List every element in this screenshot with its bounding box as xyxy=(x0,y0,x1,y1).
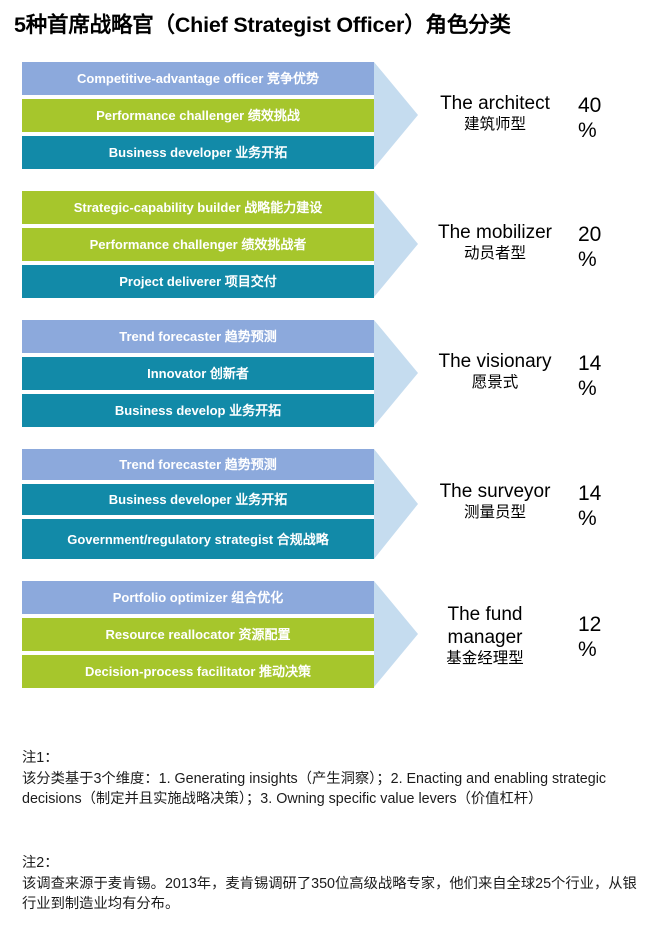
role-bar[interactable]: Innovator 创新者 xyxy=(22,357,374,390)
role-label: The surveyor 测量员型 xyxy=(420,480,570,523)
role-groups: Competitive-advantage officer 竞争优势 Perfor… xyxy=(0,62,652,710)
role-bar[interactable]: Strategic-capability builder 战略能力建设 xyxy=(22,191,374,224)
role-bar[interactable]: Trend forecaster 趋势预测 xyxy=(22,320,374,353)
bar-stack: Trend forecaster 趋势预测 Business developer … xyxy=(22,449,374,563)
role-bar[interactable]: Business developer 业务开拓 xyxy=(22,136,374,169)
percentage-number: 14 xyxy=(578,482,602,505)
percentage-value: 14% xyxy=(578,481,644,531)
percentage-value: 40% xyxy=(578,93,644,143)
role-bar[interactable]: Decision-process facilitator 推动决策 xyxy=(22,655,374,688)
percentage-value: 20% xyxy=(578,222,644,272)
role-bar[interactable]: Competitive-advantage officer 竞争优势 xyxy=(22,62,374,95)
role-group: Trend forecaster 趋势预测 Business developer … xyxy=(0,449,652,559)
role-label-cn: 愿景式 xyxy=(471,373,519,391)
percentage-number: 20 xyxy=(578,222,602,246)
percentage-number: 12 xyxy=(578,612,602,636)
arrow-icon xyxy=(374,449,418,559)
role-bar[interactable]: Performance challenger 绩效挑战 xyxy=(22,99,374,132)
percent-sign: % xyxy=(578,376,597,400)
percent-sign: % xyxy=(578,637,597,661)
role-bar[interactable]: Trend forecaster 趋势预测 xyxy=(22,449,374,480)
note-2-body: 该调查来源于麦肯锡。2013年，麦肯锡调研了350位高级战略专家，他们来自全球2… xyxy=(22,875,637,913)
note-1-body: 该分类基于3个维度：1. Generating insights（产生洞察）；2… xyxy=(22,770,607,808)
role-group: Trend forecaster 趋势预测 Innovator 创新者 Busine… xyxy=(0,320,652,427)
bar-stack: Portfolio optimizer 组合优化 Resource realloc… xyxy=(22,581,374,692)
bar-stack: Strategic-capability builder 战略能力建设 Perfo… xyxy=(22,191,374,302)
role-bar[interactable]: Resource reallocator 资源配置 xyxy=(22,618,374,651)
note-2: 注2： 该调查来源于麦肯锡。2013年，麦肯锡调研了350位高级战略专家，他们来… xyxy=(22,853,638,915)
role-bar[interactable]: Portfolio optimizer 组合优化 xyxy=(22,581,374,614)
role-label-cn: 动员者型 xyxy=(463,244,526,262)
note-1: 注1： 该分类基于3个维度：1. Generating insights（产生洞… xyxy=(22,748,638,810)
role-bar[interactable]: Business developer 业务开拓 xyxy=(22,484,374,515)
role-label-en: The mobilizer xyxy=(437,221,553,243)
arrow-icon xyxy=(374,191,418,297)
percentage-number: 14 xyxy=(578,351,602,375)
role-bar[interactable]: Government/regulatory strategist 合规战略 xyxy=(22,519,374,559)
bar-stack: Trend forecaster 趋势预测 Innovator 创新者 Busine… xyxy=(22,320,374,431)
note-2-label: 注2： xyxy=(22,855,59,871)
role-label-cn: 基金经理型 xyxy=(446,649,524,667)
bar-stack: Competitive-advantage officer 竞争优势 Perfor… xyxy=(22,62,374,173)
role-group: Portfolio optimizer 组合优化 Resource realloc… xyxy=(0,581,652,688)
role-label-en: The architect xyxy=(440,92,550,114)
role-group: Strategic-capability builder 战略能力建设 Perfo… xyxy=(0,191,652,298)
role-label-cn: 建筑师型 xyxy=(463,115,526,133)
role-label-en: The visionary xyxy=(438,350,552,372)
percentage-value: 14% xyxy=(578,351,644,401)
percentage-number: 40 xyxy=(578,93,602,117)
arrow-icon xyxy=(374,320,418,426)
role-group: Competitive-advantage officer 竞争优势 Perfor… xyxy=(0,62,652,169)
page-title: 5种首席战略官（Chief Strategist Officer）角色分类 xyxy=(14,13,511,37)
percent-sign: % xyxy=(578,118,597,142)
role-bar[interactable]: Business develop 业务开拓 xyxy=(22,394,374,427)
percentage-value: 12% xyxy=(578,612,644,662)
role-bar[interactable]: Performance challenger 绩效挑战者 xyxy=(22,228,374,261)
role-label-en: The surveyor xyxy=(439,481,551,502)
role-bar[interactable]: Project deliverer 项目交付 xyxy=(22,265,374,298)
note-1-label: 注1： xyxy=(22,750,59,766)
arrow-icon xyxy=(374,62,418,168)
percent-sign: % xyxy=(578,247,597,271)
role-label-cn: 测量员型 xyxy=(463,504,526,521)
percent-sign: % xyxy=(578,507,597,530)
arrow-icon xyxy=(374,581,418,687)
role-label-en: The fund manager xyxy=(447,603,523,648)
